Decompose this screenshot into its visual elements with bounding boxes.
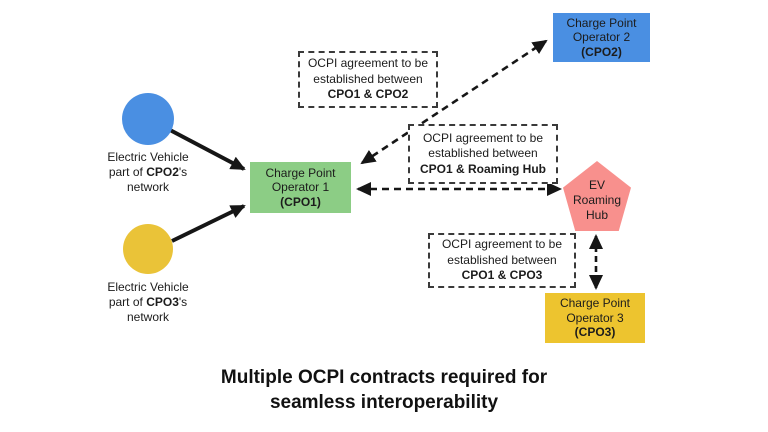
cpo2-bold: (CPO2) <box>581 44 622 59</box>
cpo1-bold: (CPO1) <box>280 194 321 209</box>
agree1h-bold: CPO1 & Roaming Hub <box>419 161 546 176</box>
agree1h-line1: OCPI agreement to be <box>422 130 544 145</box>
ev2-line2-bold: CPO2 <box>146 165 179 179</box>
ev-cpo2-label: Electric Vehicle part of CPO2's network <box>78 150 218 195</box>
ev3-line2-bold: CPO3 <box>146 295 179 309</box>
caption-line1: Multiple OCPI contracts required for <box>220 367 548 388</box>
agree13-line1: OCPI agreement to be <box>441 237 563 252</box>
cpo3-line2: Operator 3 <box>566 310 624 325</box>
node-cpo3: Charge Point Operator 3 (CPO3) <box>545 293 645 343</box>
hub-line2: Roaming <box>572 192 622 207</box>
arrow-ev3-to-cpo1 <box>171 204 246 243</box>
ev-cpo3-label: Electric Vehicle part of CPO3's network <box>78 280 218 325</box>
agree12-line2: established between <box>313 71 423 86</box>
cpo1-line2: Operator 1 <box>271 180 330 195</box>
agree12-line1: OCPI agreement to be <box>307 56 429 71</box>
agreement-cpo1-hub: OCPI agreement to be established between… <box>408 124 558 184</box>
agreement-cpo1-cpo3: OCPI agreement to be established between… <box>428 233 576 288</box>
node-cpo2: Charge Point Operator 2 (CPO2) <box>553 13 650 62</box>
hub-line1: EV <box>588 177 605 192</box>
ev3-line3: network <box>126 310 170 324</box>
agree13-line2: established between <box>447 252 557 267</box>
hub-line3: Hub <box>585 207 608 222</box>
agreement-cpo1-cpo2: OCPI agreement to be established between… <box>298 51 438 108</box>
caption-line2: seamless interoperability <box>269 391 499 413</box>
cpo2-line2: Operator 2 <box>572 30 631 45</box>
cpo1-line1: Charge Point <box>265 165 336 180</box>
agree12-bold: CPO1 & CPO2 <box>327 87 409 102</box>
ev2-line1: Electric Vehicle <box>107 150 189 164</box>
cpo2-line1: Charge Point <box>566 15 637 30</box>
ev-cpo2-circle <box>122 93 174 145</box>
ev3-line2-post: 's <box>178 295 188 309</box>
diagram-caption: Multiple OCPI contracts required for sea… <box>0 366 768 415</box>
agree1h-line2: established between <box>428 146 538 161</box>
ev2-line2-pre: part of <box>108 165 147 179</box>
ev2-line2-post: 's <box>178 165 188 179</box>
node-roaming-hub: EV Roaming Hub <box>563 161 631 231</box>
ev2-line3: network <box>126 180 170 194</box>
cpo3-bold: (CPO3) <box>574 325 616 340</box>
node-cpo1: Charge Point Operator 1 (CPO1) <box>250 162 351 213</box>
cpo3-line1: Charge Point <box>559 296 631 311</box>
agree13-bold: CPO1 & CPO3 <box>461 268 543 283</box>
ev-cpo3-circle <box>123 224 173 274</box>
ev3-line1: Electric Vehicle <box>107 280 189 294</box>
ev3-line2-pre: part of <box>108 295 147 309</box>
